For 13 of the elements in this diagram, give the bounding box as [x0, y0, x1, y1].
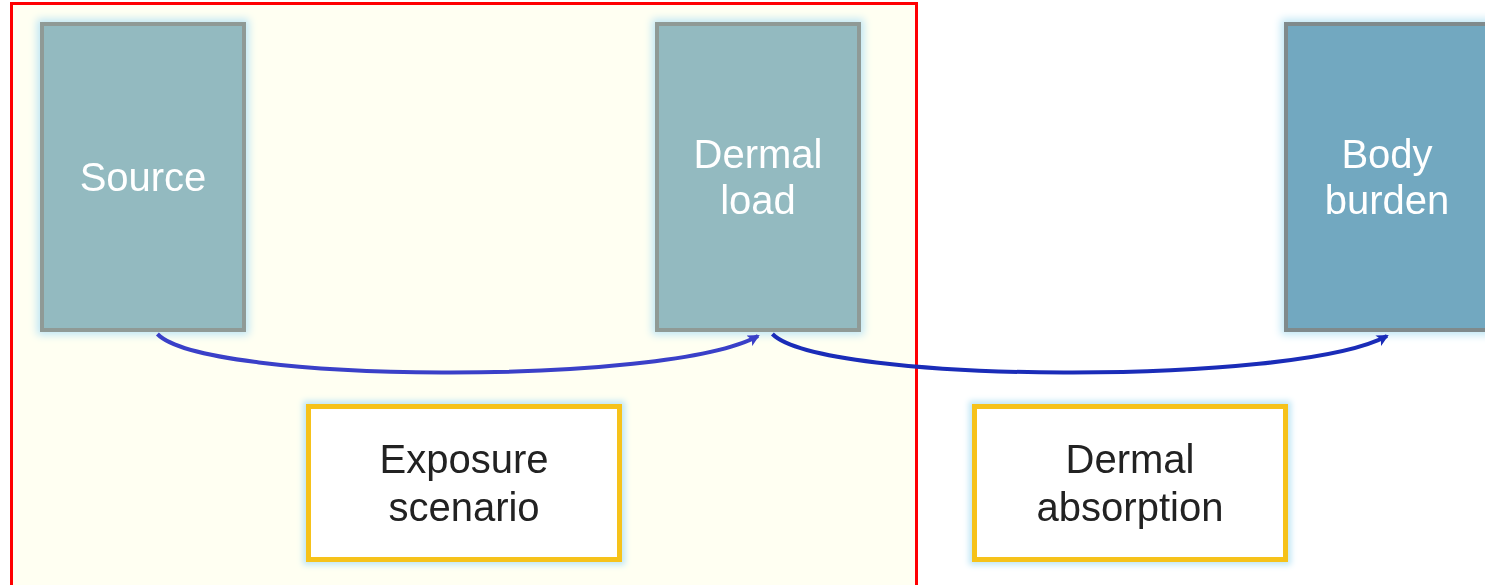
stage-box — [655, 22, 861, 332]
node-label: Exposure scenario — [378, 436, 550, 531]
arrow — [156, 332, 760, 375]
arrow — [771, 332, 1389, 375]
container-frame — [10, 2, 918, 585]
process-box — [306, 404, 622, 562]
stage-box — [40, 22, 246, 332]
process-box — [972, 404, 1288, 562]
node-label: Body burden — [1323, 131, 1451, 223]
node-label: Source — [78, 154, 208, 200]
node-label: Dermal absorption — [1035, 436, 1225, 531]
node-label: Dermal load — [692, 131, 824, 223]
stage-box — [1284, 22, 1485, 332]
